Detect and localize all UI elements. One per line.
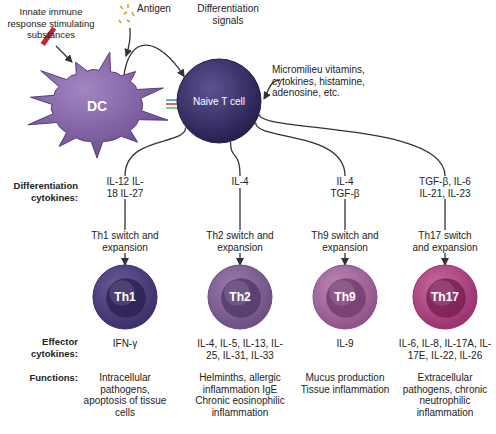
row-heading: Differentiation cytokines: xyxy=(0,180,78,203)
annotation: Differentiation signals xyxy=(192,3,264,26)
cell-membrane xyxy=(413,265,477,329)
node-text: Th17 xyxy=(431,291,459,304)
node-text: DC xyxy=(87,99,107,114)
cell-highlight xyxy=(109,280,135,306)
row-heading: Effector cytokines: xyxy=(0,336,78,359)
switch-label: Th17 switch and expansion xyxy=(409,230,481,253)
cell-nucleus xyxy=(426,278,466,318)
function-text: Intracellular pathogens, apoptosis of ti… xyxy=(83,372,167,418)
cell-membrane xyxy=(177,59,261,143)
switch-label: Th9 switch and expansion xyxy=(309,230,381,253)
cell-membrane xyxy=(93,265,157,329)
cell-nucleus xyxy=(326,278,366,318)
switch-label: Th1 switch and expansion xyxy=(89,230,161,253)
cell-nucleus xyxy=(106,278,146,318)
function-text: Mucus production Tissue inflammation xyxy=(298,372,392,395)
node-text: Th9 xyxy=(334,291,355,304)
synapse-marks xyxy=(166,100,178,108)
cytokine-list: IL-4 TGF-β xyxy=(325,176,365,199)
function-text: Extracellular pathogens, chronic neutrop… xyxy=(395,372,495,418)
annotation: Antigen xyxy=(137,3,187,15)
row-heading: Functions: xyxy=(0,372,78,384)
dendritic-cell: DC xyxy=(22,50,172,162)
node-text: Th1 xyxy=(114,291,135,304)
antigen-arrow xyxy=(126,28,130,56)
effector-cytokines: IL-6, IL-8, IL-17A, IL-17E, IL-22, IL-26 xyxy=(395,338,495,361)
antigen-particles xyxy=(119,4,134,23)
th9-cell: Th9 xyxy=(312,264,378,330)
cell-nucleus xyxy=(221,278,261,318)
stimulus-arrow xyxy=(56,46,72,62)
th1-cell: Th1 xyxy=(92,264,158,330)
node-text: Th2 xyxy=(229,291,250,304)
switch-label: Th2 switch and expansion xyxy=(204,230,276,253)
function-text: Helminths, allergic inflammation IgE Chr… xyxy=(190,372,290,418)
cell-highlight xyxy=(329,280,355,306)
effector-cytokines: IL-4, IL-5, IL-13, IL-25, IL-31, IL-33 xyxy=(192,338,288,361)
effector-cytokines: IL-9 xyxy=(315,338,375,350)
cytokine-list: TGF-β, IL-6 IL-21, IL-23 xyxy=(412,176,478,199)
dc-body xyxy=(28,52,168,158)
cell-highlight xyxy=(224,280,250,306)
annotation: Innate immune response stimulating subst… xyxy=(2,6,100,41)
naive-t-cell: Naive T cell xyxy=(176,58,262,144)
node-text: Naive T cell xyxy=(193,96,245,107)
cytokine-list: IL-12 IL-18 IL-27 xyxy=(105,176,145,199)
cytokine-list: IL-4 xyxy=(220,176,260,188)
th17-cell: Th17 xyxy=(412,264,478,330)
effector-cytokines: IFN-γ xyxy=(95,338,155,350)
cell-membrane xyxy=(313,265,377,329)
annotation: Micromilieu vitamins, cytokines, histami… xyxy=(272,64,384,99)
cell-membrane xyxy=(208,265,272,329)
th2-cell: Th2 xyxy=(207,264,273,330)
